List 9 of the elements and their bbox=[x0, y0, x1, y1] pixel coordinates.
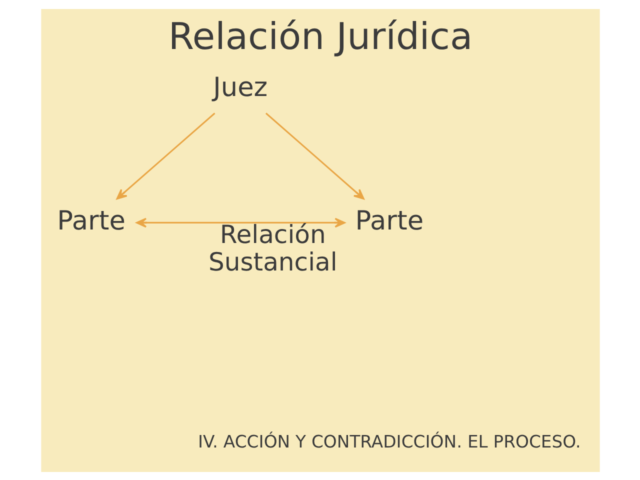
diagram-title: Relación Jurídica bbox=[168, 14, 472, 58]
node-text: Parte bbox=[354, 206, 424, 236]
arrow bbox=[264, 112, 364, 200]
label: IV. ACCIÓN Y CONTRADICCIÓN. EL PROCESO. bbox=[197, 432, 580, 452]
node-text: Juez bbox=[212, 72, 268, 103]
arrow bbox=[135, 217, 345, 228]
node-text: Parte bbox=[56, 206, 125, 236]
edge-label: Relación Sustancial bbox=[208, 219, 337, 276]
arrow bbox=[116, 112, 215, 200]
